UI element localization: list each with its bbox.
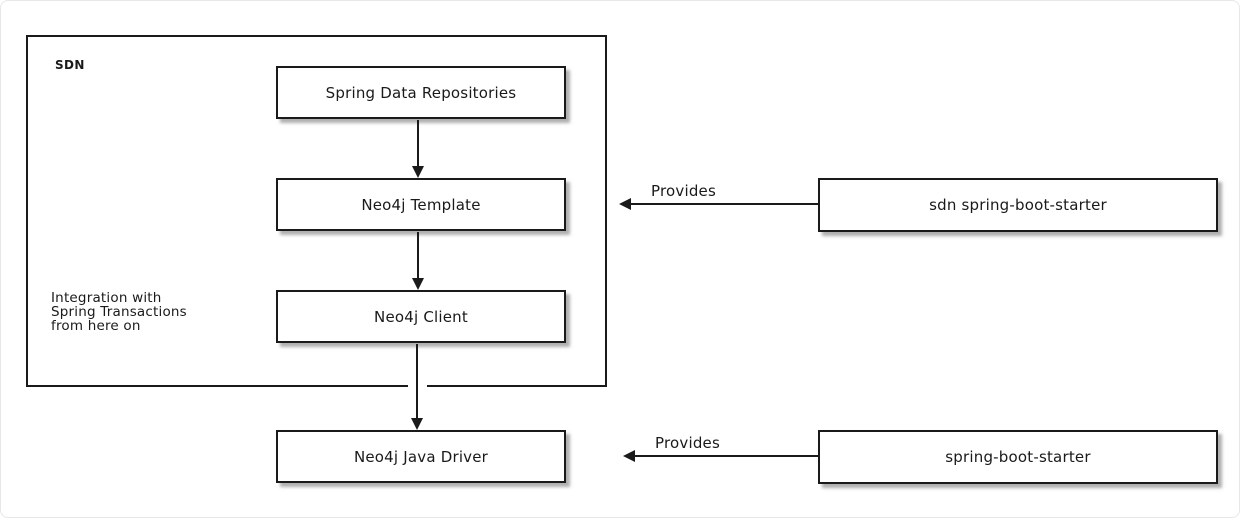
node-label: Neo4j Template (361, 195, 481, 214)
node-label: Spring Data Repositories (325, 83, 517, 102)
node-spring-boot-starter: spring-boot-starter (818, 430, 1218, 484)
provides-label-driver: Provides (655, 434, 721, 452)
node-label: spring-boot-starter (945, 448, 1091, 466)
node-label: Neo4j Client (374, 307, 468, 326)
node-sdn-spring-boot-starter: sdn spring-boot-starter (818, 178, 1218, 232)
node-label: sdn spring-boot-starter (929, 196, 1107, 214)
node-neo4j-template: Neo4j Template (276, 178, 566, 231)
sdn-group-label: SDN (55, 58, 85, 72)
arrow-sdn-starter-provides (619, 198, 818, 210)
provides-label-template: Provides (651, 182, 717, 200)
node-neo4j-client: Neo4j Client (276, 290, 566, 343)
node-spring-data-repositories: Spring Data Repositories (276, 66, 566, 119)
transactions-note: Integration with Spring Transactions fro… (51, 290, 187, 334)
node-neo4j-java-driver: Neo4j Java Driver (276, 430, 566, 483)
sdn-group-box: SDN (26, 35, 607, 387)
arrow-boot-starter-provides (623, 450, 818, 462)
group-border-gap (408, 383, 427, 389)
node-label: Neo4j Java Driver (353, 447, 489, 466)
